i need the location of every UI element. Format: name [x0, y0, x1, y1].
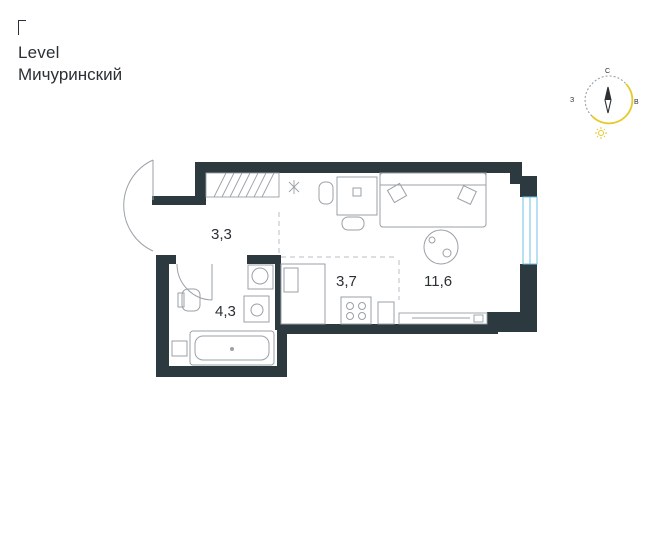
stove-icon — [340, 296, 372, 325]
room-area-kitchen: 3,7 — [336, 273, 357, 290]
compass-arc-north — [591, 75, 627, 85]
wall-right-bottom — [487, 312, 537, 332]
brand-name: Level — [18, 43, 60, 62]
table-item — [352, 187, 362, 197]
compass-needle-north — [605, 87, 611, 100]
zone-dividers — [278, 212, 400, 300]
compass-west-label: З — [570, 97, 574, 104]
toilet-tank — [177, 292, 185, 308]
sofa-pillow-right — [457, 185, 477, 205]
sofa — [379, 172, 487, 228]
wall-bath-top-left — [156, 255, 176, 264]
wall-entrance-ledge — [152, 196, 206, 205]
toilet-icon — [181, 288, 201, 312]
compass-east-label: В — [634, 99, 639, 106]
wall-entrance-left — [195, 162, 206, 204]
wall-bottom — [277, 324, 498, 334]
brand-subtitle: Мичуринский — [18, 65, 123, 84]
chair-left — [318, 181, 334, 205]
bathtub-icon — [189, 330, 275, 366]
entrance-door — [123, 159, 154, 252]
compass-arc-sun — [591, 83, 634, 125]
entrance-door-swing — [123, 159, 154, 252]
walls — [152, 162, 537, 377]
wall-right-jamb-bottom — [520, 264, 537, 322]
compass-arc-west — [584, 83, 593, 117]
room-area-hall: 3,3 — [211, 226, 232, 243]
compass: С З В — [570, 68, 639, 139]
sofa-pillow-left — [386, 182, 408, 204]
bathroom-fixtures — [171, 264, 275, 366]
shaft-icon — [171, 340, 188, 357]
logo-corner-mark — [18, 20, 26, 35]
wall-bath-bottom — [156, 366, 287, 377]
compass-north-label: С — [605, 68, 610, 75]
wall-top — [195, 162, 521, 173]
tv-console — [398, 312, 488, 325]
wall-bath-top-right — [247, 255, 279, 264]
wall-right-jamb-top — [520, 176, 537, 197]
dining-table — [318, 176, 378, 231]
wardrobe — [205, 172, 280, 198]
wall-bath-left — [156, 255, 169, 377]
wall-bath-right — [277, 324, 287, 377]
room-area-bathroom: 4,3 — [215, 303, 236, 320]
washbasin-icon — [243, 295, 270, 323]
fridge-icon — [377, 301, 395, 325]
coffee-table — [423, 229, 459, 265]
kitchen-counter — [280, 263, 395, 325]
sun-icon — [595, 127, 607, 139]
wall-right-top — [510, 162, 522, 184]
window — [522, 196, 538, 265]
sink-icon — [283, 267, 299, 293]
vent-icon — [288, 180, 300, 194]
chair-bottom — [341, 216, 365, 231]
washer-icon — [247, 264, 274, 290]
room-area-living: 11,6 — [424, 273, 452, 290]
wall-partition — [275, 255, 281, 330]
